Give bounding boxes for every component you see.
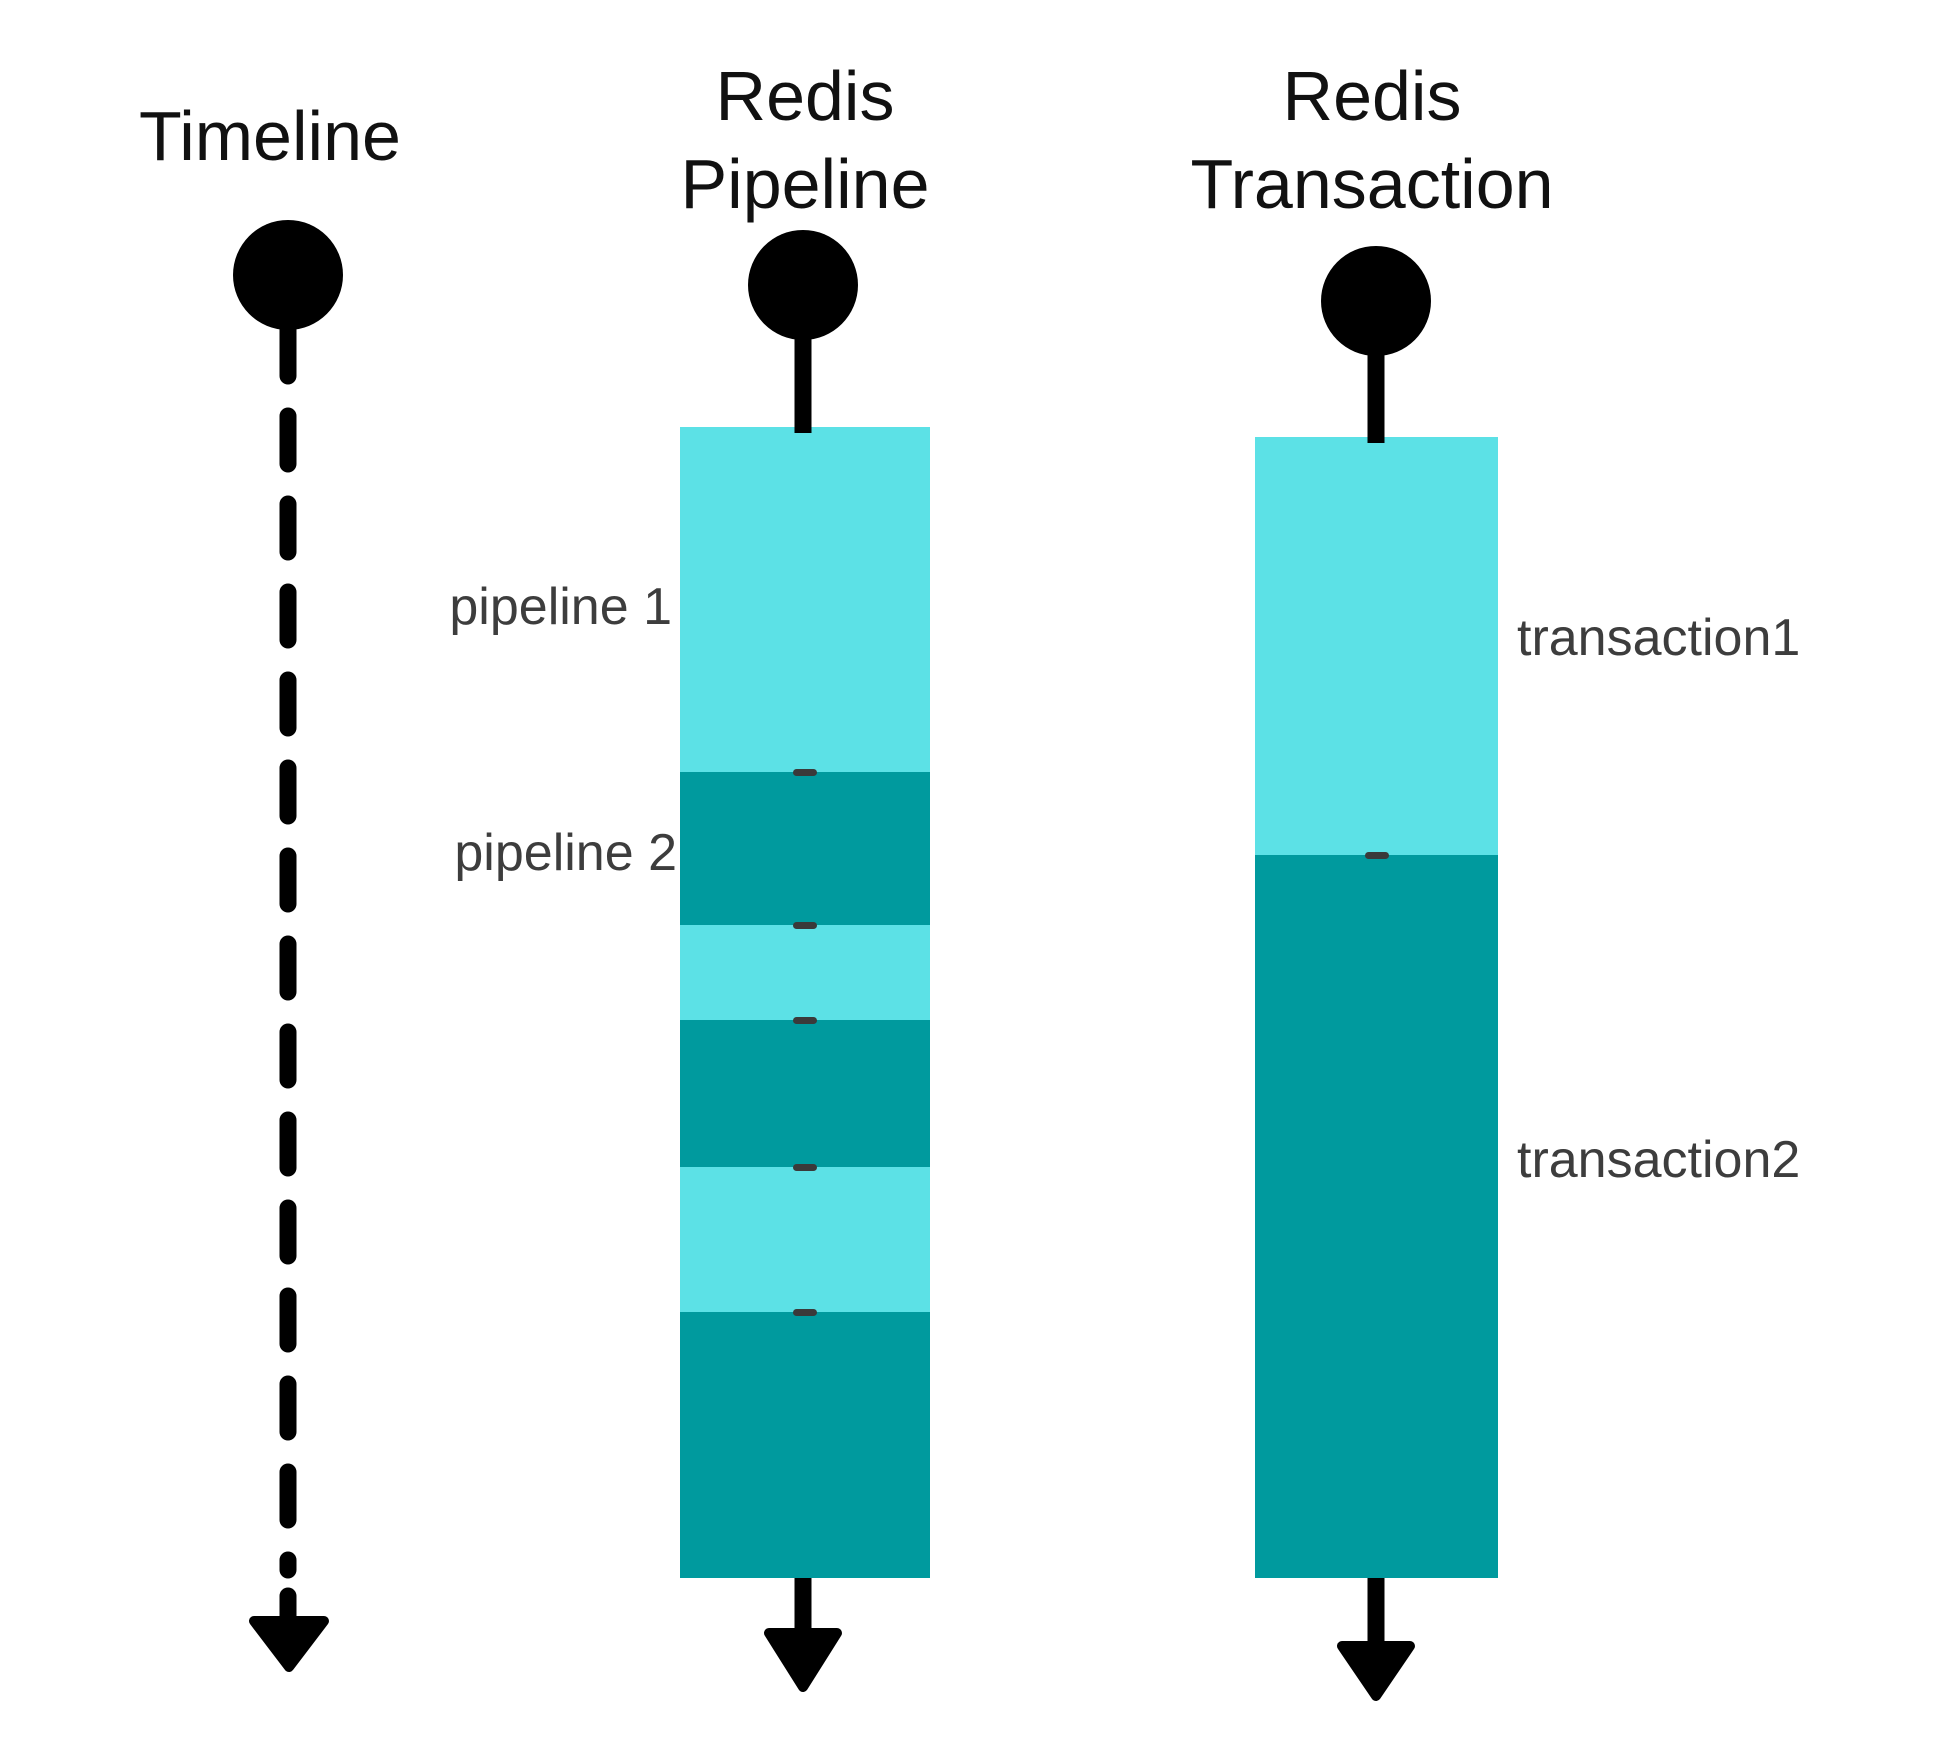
transaction-title-line1: Redis [1282,57,1462,135]
pipeline-bar-segment-6 [680,1312,930,1578]
pipeline-bar-segment-4 [680,1020,930,1167]
timeline-title: Timeline [139,97,401,175]
pipeline-bar-boundary-notch-4 [793,1164,817,1171]
pipeline-arrowhead-icon [764,1628,842,1692]
transaction-bar-segment-1 [1255,437,1498,855]
transaction-title-line2: Transaction [1190,145,1554,223]
transaction-1-label: transaction1 [1517,609,1801,667]
pipeline-bar-boundary-notch-1 [793,769,817,776]
transaction-arrowhead-icon [1337,1641,1415,1701]
pipeline-title-line2: Pipeline [680,145,930,223]
transaction-2-label: transaction2 [1517,1131,1801,1189]
transaction-bar-boundary-notch-1 [1364,852,1389,859]
pipeline-title: Redis Pipeline [605,52,1005,228]
transaction-bar [1255,437,1498,1578]
pipeline-title-line1: Redis [715,57,895,135]
pipeline-bar-segment-2 [680,772,930,925]
pipeline-bar-boundary-notch-2 [793,922,817,929]
transaction-bar-segment-2 [1255,855,1498,1578]
pipeline-start-dot [748,230,858,340]
pipeline-bar-boundary-notch-3 [793,1017,817,1024]
pipeline-bar-boundary-notch-5 [793,1309,817,1316]
pipeline-bar-segment-5 [680,1167,930,1312]
pipeline-bar-segment-3 [680,925,930,1020]
pipeline-bar [680,427,930,1578]
pipeline-1-label: pipeline 1 [449,578,672,636]
transaction-title: Redis Transaction [1122,52,1622,228]
pipeline-bar-segment-1 [680,427,930,772]
pipeline-2-label: pipeline 2 [454,824,677,882]
transaction-start-dot [1321,246,1431,356]
timeline-arrowhead-icon [249,1616,329,1672]
timeline-start-dot [233,220,343,330]
